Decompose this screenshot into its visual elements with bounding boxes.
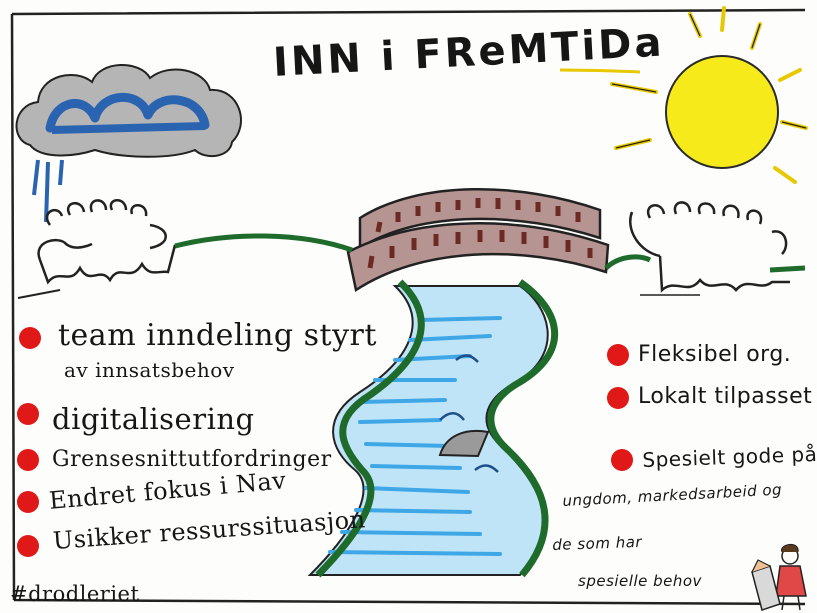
pencil-icon bbox=[751, 559, 781, 611]
cloud-icon bbox=[15, 64, 242, 223]
right-point-2: Lokalt tilpasset bbox=[638, 384, 813, 409]
river-right-bank bbox=[487, 279, 559, 578]
bullet-left-2 bbox=[17, 403, 39, 425]
river-left-bank bbox=[315, 279, 425, 578]
bullet-left-1 bbox=[19, 327, 41, 349]
bullet-right-3 bbox=[611, 449, 633, 471]
bullet-left-3 bbox=[17, 449, 39, 471]
right-point-1: Fleksibel org. bbox=[638, 342, 792, 367]
person-doodle-icon bbox=[775, 544, 807, 611]
bullet-left-4 bbox=[17, 491, 39, 513]
right-point-3-line-4: spesielle behov bbox=[578, 572, 702, 590]
bullet-right-2 bbox=[607, 387, 629, 409]
frame-border bbox=[10, 8, 806, 606]
bridge-icon bbox=[346, 188, 610, 293]
bullet-points bbox=[17, 327, 633, 557]
sun-icon bbox=[610, 6, 808, 184]
river-icon bbox=[174, 233, 806, 578]
left-point-2: digitalisering bbox=[52, 402, 255, 436]
left-point-3: Grensesnittutfordringer bbox=[52, 447, 332, 472]
crowd-left-icon bbox=[17, 199, 177, 299]
fish-fin-icon bbox=[438, 429, 490, 458]
bullet-left-5 bbox=[17, 535, 39, 557]
left-point-1-line-2: av innsatsbehov bbox=[64, 358, 235, 382]
left-point-1-line-1: team inndeling styrt bbox=[58, 318, 377, 353]
hashtag: #drodleriet bbox=[10, 582, 140, 606]
right-point-3-line-3: de som har bbox=[552, 532, 643, 554]
crowd-right-icon bbox=[629, 201, 790, 296]
bullet-right-1 bbox=[607, 344, 629, 366]
